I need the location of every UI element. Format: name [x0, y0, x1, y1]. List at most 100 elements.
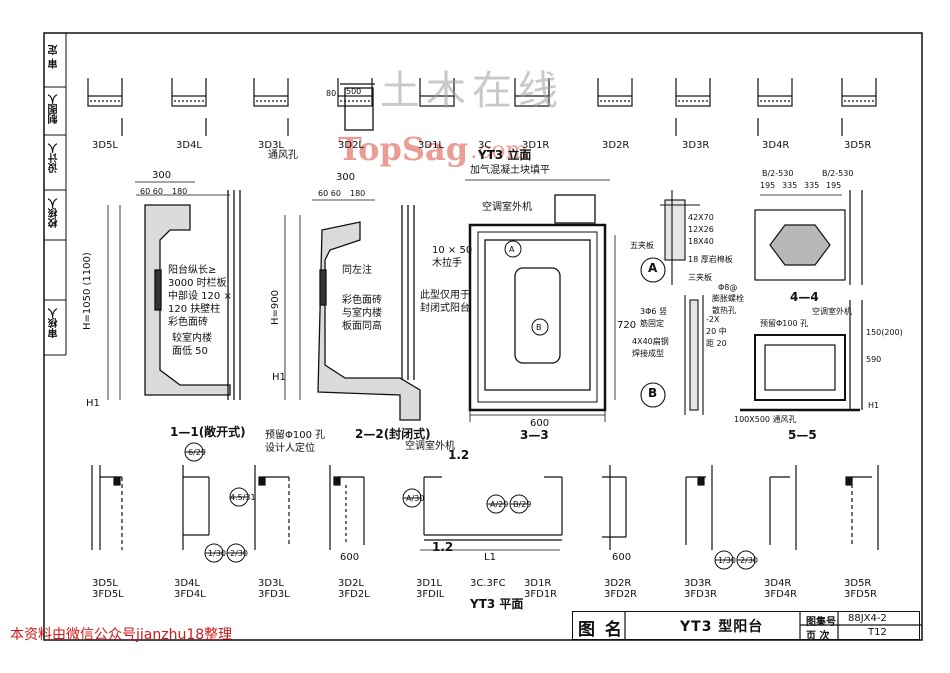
bottom-label: 3D1L — [416, 578, 442, 589]
dim-label: 300 — [152, 170, 172, 181]
note-text: 空调室外机 — [405, 441, 455, 452]
dim-label: 590 — [866, 355, 882, 364]
dim-label: 335 — [804, 181, 820, 190]
note-text: 彩色面砖 — [168, 317, 208, 328]
dim-label: 180 — [172, 187, 188, 196]
bottom-label: 3FD5R — [844, 589, 878, 600]
dim-label: L1 — [484, 552, 496, 563]
dim-label: 600 — [530, 418, 550, 429]
callout-label: 1/30 — [718, 556, 736, 565]
vent-label: 通风孔 — [268, 150, 298, 161]
top-label: 3D4R — [762, 140, 790, 151]
sidebar-item-approve: 审 定 — [49, 45, 60, 69]
note-text: 阳台纵长≥ — [168, 265, 217, 276]
detail-a-mark: A — [648, 261, 658, 275]
note-text: 较室内楼 — [172, 333, 212, 344]
title-block-label: 图 名 — [578, 620, 624, 640]
bottom-label: 3FD4R — [764, 589, 798, 600]
dim-label: 195 — [826, 181, 842, 190]
atlas-number: 88JX4-2 — [848, 613, 887, 624]
note-text: 预留Φ100 孔 — [760, 319, 809, 328]
bottom-label: 3D5R — [844, 578, 872, 589]
dim-label: 150(200) — [866, 328, 903, 337]
bottom-label: 3FD2L — [338, 589, 370, 600]
note-text: 3Φ6 竖 — [640, 307, 668, 316]
top-label: 3D1L — [418, 140, 444, 151]
section-title: YT3 平面 — [470, 597, 524, 611]
callout-label: 6/29 — [188, 448, 206, 457]
dim-label: 720 — [617, 320, 637, 331]
bottom-label: 3D4R — [764, 578, 792, 589]
top-label: 3D5R — [844, 140, 872, 151]
section-1-1 — [107, 181, 241, 400]
dim-label: 60 60 — [318, 189, 341, 198]
yt3-plan — [91, 465, 879, 551]
marker-b: B — [536, 323, 542, 332]
note-text: 20 中 — [706, 327, 727, 336]
dim-label: B/2-530 — [822, 169, 854, 178]
top-label: 3D4L — [176, 140, 202, 151]
sidebar-item-checker: 校核人 — [49, 198, 60, 228]
sidebar-item-reviewer: 审核人 — [49, 308, 60, 338]
dim-label: 1.2 — [432, 540, 454, 554]
atlas-key: 图集号 — [806, 617, 836, 628]
note-text: 五夹板 — [630, 241, 654, 250]
note-text: 42X70 — [688, 213, 714, 222]
note-text: 加气混凝土块填平 — [470, 165, 550, 176]
dim-label: 500 — [346, 87, 362, 96]
top-label: 3D3R — [682, 140, 710, 151]
detail-b-mark: B — [648, 386, 658, 400]
dim-label: 60 60 — [140, 187, 163, 196]
detail-b — [640, 295, 704, 415]
sidebar-item-drafter: 制图人 — [49, 94, 60, 124]
callout-label: A/30 — [406, 494, 425, 503]
section-title: 2—2(封闭式) — [355, 427, 431, 441]
page-key: 页 次 — [806, 631, 830, 642]
dim-label: 180 — [350, 189, 366, 198]
section-title: 1—1(敞开式) — [170, 425, 246, 439]
h1-label: H1 — [86, 398, 100, 409]
title-block-lines — [624, 611, 922, 640]
bottom-label: 3D5L — [92, 578, 118, 589]
note-text: 预留Φ100 孔 — [265, 430, 326, 441]
note-text: 设计人定位 — [265, 443, 315, 454]
bottom-label: 3FDIL — [416, 589, 445, 600]
note-text: 散热孔 — [712, 306, 736, 315]
top-label: 3D3L — [258, 140, 284, 151]
note-text: 100X500 通风孔 — [734, 415, 797, 424]
h1-label: H1 — [272, 372, 286, 383]
note-text: -2X — [706, 315, 720, 324]
dim-label: 80 — [326, 89, 337, 98]
callout-label: 2/30 — [740, 556, 758, 565]
callout-label: 1/30 — [208, 549, 226, 558]
callout-circles — [184, 240, 756, 570]
callout-label: 2/30 — [230, 549, 248, 558]
note-text: 封闭式阳台 — [420, 303, 470, 314]
note-text: 4X40扁钢 — [632, 337, 669, 346]
bottom-label: 3D4L — [174, 578, 200, 589]
bottom-label: 3FD5L — [92, 589, 124, 600]
drawing-title: YT3 型阳台 — [680, 619, 764, 635]
bottom-label: 3D3L — [258, 578, 284, 589]
note-text: 18 厚岩棉板 — [688, 255, 733, 264]
note-text: 木拉手 — [432, 258, 462, 269]
height-label: H=900 — [270, 290, 281, 325]
sidebar-item-designer: 设计人 — [49, 143, 60, 173]
dim-label: 300 — [336, 172, 356, 183]
marker-a: A — [509, 245, 515, 254]
note-text: 焊接成型 — [632, 349, 664, 358]
h1-label: H1 — [868, 401, 880, 410]
note-text: 中部设 120 × — [168, 291, 232, 302]
note-text: 面低 50 — [172, 346, 208, 357]
section-4-4 — [754, 190, 863, 285]
bottom-label: 3D2L — [338, 578, 364, 589]
dim-label: 600 — [612, 552, 632, 563]
note-text: 10 × 50 — [432, 245, 473, 256]
section-title: 5—5 — [788, 428, 817, 442]
note-text: 距 20 — [706, 339, 727, 348]
bottom-label: 3FD3L — [258, 589, 290, 600]
dim-label: 195 — [760, 181, 776, 190]
note-text: 空调室外机 — [482, 202, 532, 213]
